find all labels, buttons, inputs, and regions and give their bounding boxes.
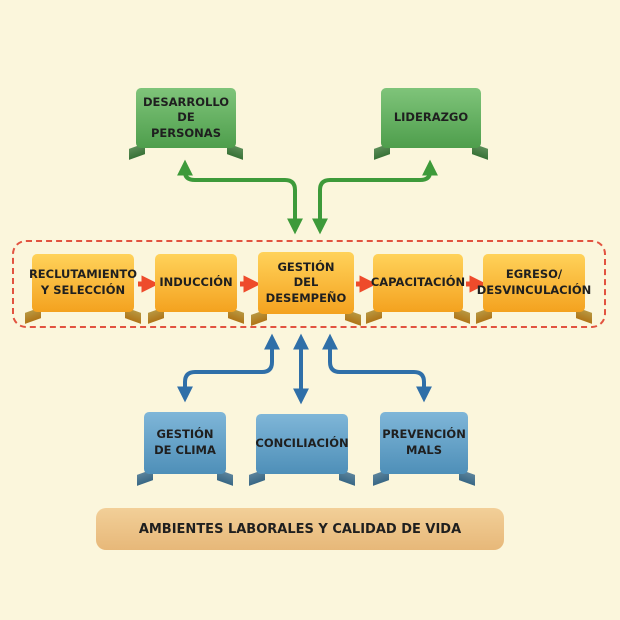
box-capacitacion: CAPACITACIÓN xyxy=(370,254,466,312)
box-prevencion-line1: PREVENCIÓN xyxy=(382,427,466,442)
box-gestion-de-clima: GESTIÓN DE CLIMA xyxy=(144,412,226,474)
box-egreso-line1: EGRESO/ xyxy=(505,267,563,282)
box-prevencion-mals: PREVENCIÓN MALS xyxy=(380,412,468,474)
box-conciliacion-line1: CONCILIACIÓN xyxy=(255,436,349,451)
box-gestion-clima-line1: GESTIÓN xyxy=(156,427,214,442)
box-gestion-clima-line2: DE CLIMA xyxy=(154,443,216,457)
box-reclutamiento-line1: RECLUTAMIENTO xyxy=(28,267,138,282)
box-gestion-desempeno-line2: DESEMPEÑO xyxy=(265,290,347,305)
box-reclutamiento: RECLUTAMIENTO Y SELECCIÓN xyxy=(29,254,137,312)
box-gestion-desempeno: GESTIÓN DEL DESEMPEÑO xyxy=(258,252,354,314)
arrow-to-gestion-clima xyxy=(177,333,280,403)
arrow-to-desarrollo xyxy=(177,159,303,235)
box-desarrollo-line2-text: DE PERSONAS xyxy=(150,110,221,140)
box-desarrollo-line1: DESARROLLO xyxy=(142,94,230,109)
box-prevencion-text: PREVENCIÓN MALS xyxy=(382,427,466,458)
box-capacitacion-line1: CAPACITACIÓN xyxy=(370,275,466,290)
box-desarrollo-de-personas: DESARROLLO DE PERSONAS xyxy=(136,88,236,148)
arrow-to-prevencion xyxy=(322,333,432,403)
box-gestion-clima-text: GESTIÓN DE CLIMA xyxy=(154,427,216,458)
box-egreso-text: EGRESO/ DESVINCULACIÓN xyxy=(477,267,592,298)
arrow-to-liderazgo xyxy=(312,159,438,235)
process-frame xyxy=(12,240,606,328)
box-liderazgo: LIDERAZGO xyxy=(381,88,481,148)
box-desarrollo-text: DESARROLLO DE PERSONAS xyxy=(142,95,230,142)
box-egreso-line2: DESVINCULACIÓN xyxy=(476,283,592,297)
footer-banner-label: AMBIENTES LABORALES Y CALIDAD DE VIDA xyxy=(138,521,462,537)
box-conciliacion: CONCILIACIÓN xyxy=(255,414,349,474)
box-liderazgo-line1: LIDERAZGO xyxy=(393,110,469,125)
box-gestion-desempeno-text: GESTIÓN DEL DESEMPEÑO xyxy=(264,260,348,307)
box-reclutamiento-line2: Y SELECCIÓN xyxy=(40,283,126,297)
box-reclutamiento-text: RECLUTAMIENTO Y SELECCIÓN xyxy=(29,267,137,298)
footer-banner: AMBIENTES LABORALES Y CALIDAD DE VIDA xyxy=(96,508,504,550)
box-egreso: EGRESO/ DESVINCULACIÓN xyxy=(477,254,591,312)
box-induccion: INDUCCIÓN xyxy=(155,254,237,312)
box-induccion-line1: INDUCCIÓN xyxy=(159,275,233,290)
box-gestion-desempeno-line1: GESTIÓN DEL xyxy=(277,259,335,290)
box-prevencion-line2: MALS xyxy=(406,443,442,457)
